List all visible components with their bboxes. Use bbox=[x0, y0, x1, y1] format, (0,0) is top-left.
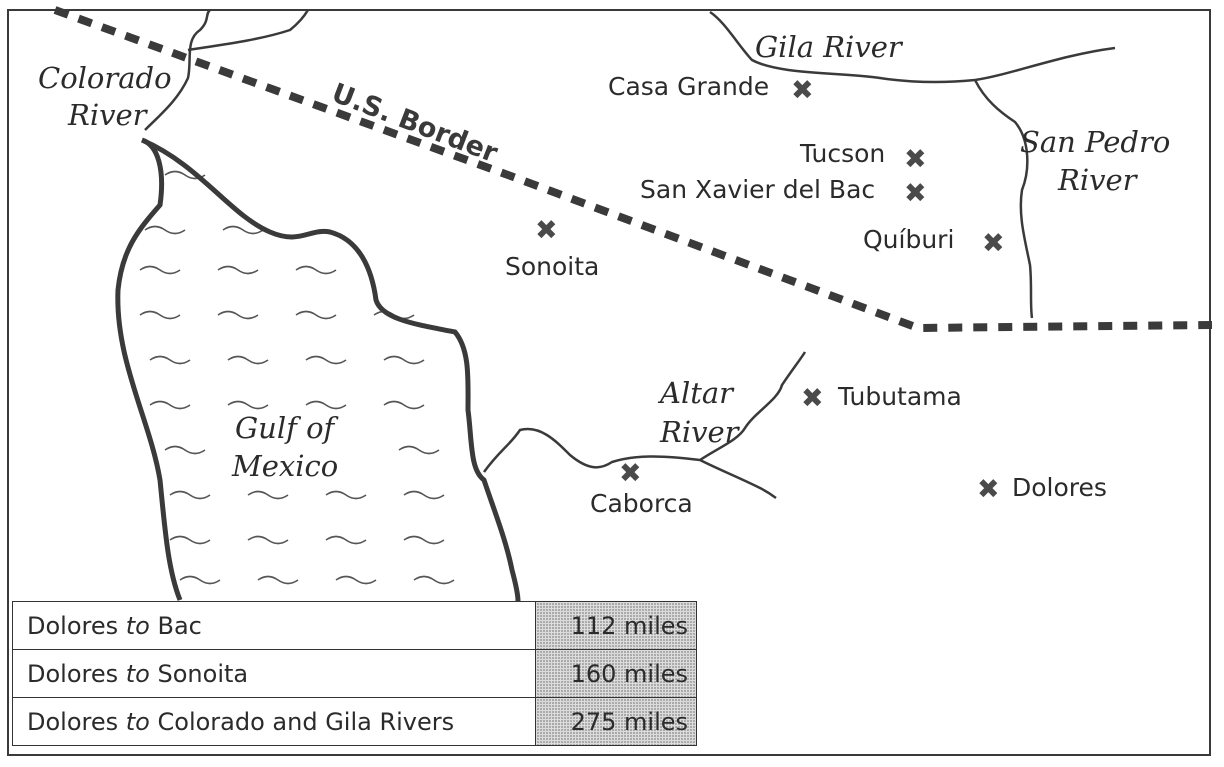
us-border-line bbox=[53, 6, 1213, 333]
wave-mark bbox=[217, 265, 259, 275]
casa-grande-label: Casa Grande bbox=[608, 72, 769, 101]
route-to: Bac bbox=[157, 611, 202, 640]
san-pedro-river-label-2: River bbox=[1057, 163, 1139, 197]
san-pedro-river bbox=[973, 79, 1034, 319]
sonoita-label: Sonoita bbox=[505, 252, 599, 281]
table-row: Dolores to Bac 112 miles bbox=[12, 601, 697, 650]
san-pedro-river-label-1: San Pedro bbox=[1020, 125, 1170, 159]
wave-mark bbox=[398, 445, 440, 455]
distance-table: Dolores to Bac 112 miles Dolores to Sono… bbox=[12, 601, 697, 746]
wave-mark bbox=[403, 535, 445, 545]
tubutama-label: Tubutama bbox=[837, 382, 962, 411]
wave-mark bbox=[257, 575, 299, 585]
colorado-river-label-1: Colorado bbox=[38, 61, 172, 95]
gulf-coastline bbox=[115, 137, 183, 601]
route-to: Colorado and Gila Rivers bbox=[157, 707, 455, 736]
route-cell: Dolores to Colorado and Gila Rivers bbox=[12, 697, 536, 746]
wave-mark bbox=[295, 265, 337, 275]
route-cell: Dolores to Sonoita bbox=[12, 649, 536, 698]
wave-mark bbox=[227, 400, 269, 410]
route-to: Sonoita bbox=[157, 659, 249, 688]
wave-mark bbox=[383, 400, 425, 410]
wave-mark bbox=[149, 400, 191, 410]
tucson-marker-icon: ✖ bbox=[904, 144, 927, 175]
colorado-river bbox=[144, 9, 310, 131]
map-frame bbox=[7, 9, 1211, 756]
distance-cell: 160 miles bbox=[535, 649, 697, 698]
route-conj: to bbox=[125, 611, 150, 640]
caborca-marker-icon: ✖ bbox=[619, 458, 642, 489]
route-from: Dolores bbox=[27, 659, 119, 688]
route-conj: to bbox=[125, 659, 150, 688]
wave-mark bbox=[325, 490, 367, 500]
gila-river-label: Gila River bbox=[755, 30, 904, 64]
wave-mark bbox=[169, 535, 211, 545]
colorado-river-label-2: River bbox=[67, 98, 149, 132]
casa-grande-marker-icon: ✖ bbox=[791, 75, 814, 106]
sonoita-marker-icon: ✖ bbox=[535, 215, 558, 246]
quiburi-label: Quíburi bbox=[863, 225, 954, 254]
distance-cell: 112 miles bbox=[535, 601, 697, 650]
san-xavier-marker-icon: ✖ bbox=[904, 178, 927, 209]
wave-mark bbox=[383, 355, 425, 365]
wave-mark bbox=[222, 225, 264, 235]
wave-mark bbox=[325, 535, 367, 545]
wave-mark bbox=[305, 400, 347, 410]
route-conj: to bbox=[125, 707, 150, 736]
wave-mark bbox=[413, 575, 455, 585]
wave-mark bbox=[139, 265, 181, 275]
distance-table-body: Dolores to Bac 112 miles Dolores to Sono… bbox=[12, 601, 697, 746]
distance-cell: 275 miles bbox=[535, 697, 697, 746]
wave-mark bbox=[335, 575, 377, 585]
gulf-label-2: Mexico bbox=[231, 449, 338, 483]
altar-river-label-2: River bbox=[659, 415, 741, 449]
wave-mark bbox=[227, 355, 269, 365]
dolores-marker-icon: ✖ bbox=[977, 474, 1000, 505]
wave-mark bbox=[139, 310, 181, 320]
gila-river bbox=[709, 10, 1116, 84]
route-from: Dolores bbox=[27, 611, 119, 640]
tucson-label: Tucson bbox=[799, 139, 885, 168]
tubutama-marker-icon: ✖ bbox=[801, 383, 824, 414]
dolores-label: Dolores bbox=[1012, 473, 1107, 502]
route-cell: Dolores to Bac bbox=[12, 601, 536, 650]
wave-mark bbox=[169, 490, 211, 500]
wave-mark bbox=[217, 310, 259, 320]
gulf-coastline-east bbox=[141, 137, 521, 602]
san-xavier-label: San Xavier del Bac bbox=[640, 175, 875, 204]
caborca-label: Caborca bbox=[590, 489, 693, 518]
us-border-label: U.S. Border bbox=[327, 78, 502, 170]
route-from: Dolores bbox=[27, 707, 119, 736]
wave-mark bbox=[295, 310, 337, 320]
wave-mark bbox=[247, 535, 289, 545]
altar-river bbox=[482, 351, 807, 500]
wave-mark bbox=[403, 490, 445, 500]
wave-mark bbox=[144, 225, 186, 235]
altar-river-label-1: Altar bbox=[657, 376, 735, 410]
gulf-waves bbox=[139, 170, 455, 585]
wave-mark bbox=[149, 355, 191, 365]
quiburi-marker-icon: ✖ bbox=[982, 228, 1005, 259]
wave-mark bbox=[179, 575, 221, 585]
wave-mark bbox=[305, 355, 347, 365]
gulf-label-1: Gulf of bbox=[235, 411, 340, 445]
table-row: Dolores to Colorado and Gila Rivers 275 … bbox=[12, 697, 697, 746]
wave-mark bbox=[164, 445, 206, 455]
wave-mark bbox=[247, 490, 289, 500]
table-row: Dolores to Sonoita 160 miles bbox=[12, 649, 697, 698]
